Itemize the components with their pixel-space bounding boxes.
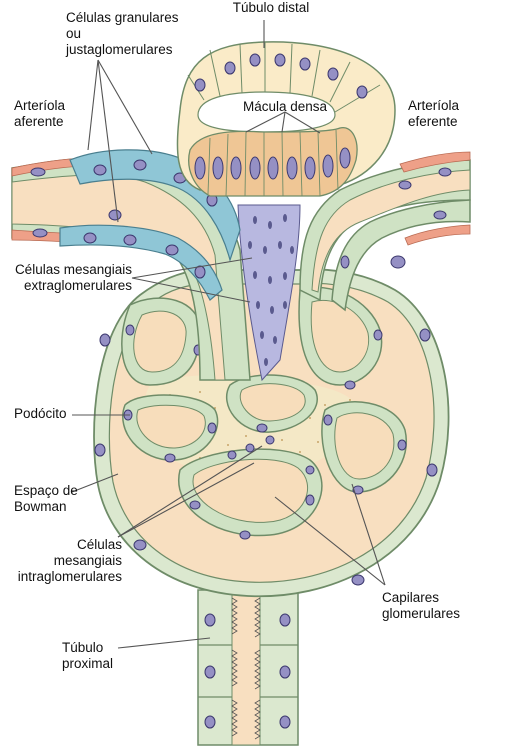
efferent-arteriole xyxy=(299,151,471,312)
proximal-tubule xyxy=(197,589,299,746)
label-podocito: Podócito xyxy=(14,406,67,421)
leader-lines xyxy=(71,20,386,649)
label-capilares-glomerulares: Capilares glomerulares xyxy=(382,590,461,621)
label-espaco-bowman: Espaço de Bowman xyxy=(14,483,78,514)
label-celulas-mesangiais-intra: Células mesangiais intraglomerulares xyxy=(17,537,122,584)
label-tubulo-proximal: Túbulo proximal xyxy=(62,640,114,671)
label-celulas-mesangiais-extra: Células mesangiais extraglomerulares xyxy=(14,262,132,293)
label-arteriola-aferente: Arteríola aferente xyxy=(14,98,66,129)
label-tubulo-distal: Túbulo distal xyxy=(232,0,310,15)
label-macula-densa: Mácula densa xyxy=(242,99,328,114)
glomerular-capillaries xyxy=(121,286,408,540)
label-celulas-granulares: Células granulares ou justaglomerulares xyxy=(66,10,179,57)
extraglomerular-mesangium xyxy=(237,204,301,382)
label-arteriola-eferente: Arteríola eferente xyxy=(408,98,460,129)
distal-tubule xyxy=(176,41,396,197)
